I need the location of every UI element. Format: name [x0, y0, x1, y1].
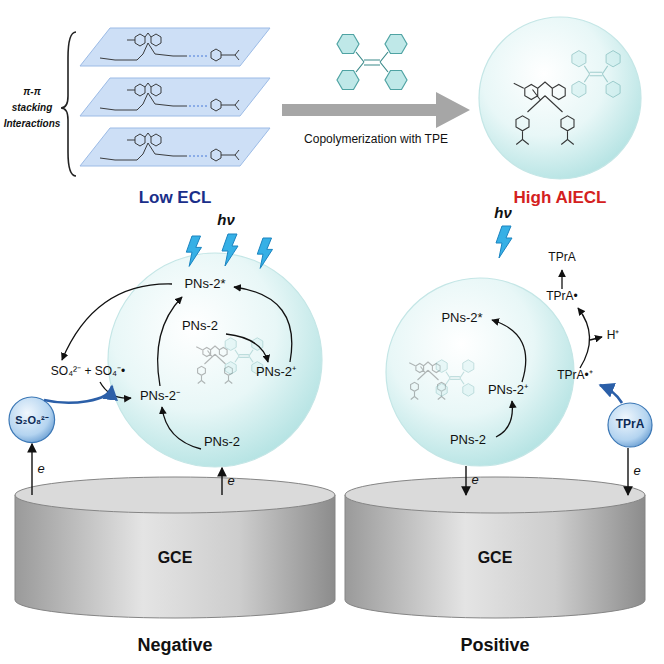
tpe-icon — [337, 35, 407, 90]
sheet — [80, 78, 270, 116]
species-label: PNs-2 — [204, 435, 240, 450]
nanoparticle-sphere-shape — [386, 278, 574, 466]
reagent-circle: S₂O₈²⁻ — [8, 396, 56, 444]
electrode: GCE — [345, 495, 645, 618]
state-label: Low ECL — [139, 188, 212, 208]
species-label: S₂O₈²⁻ — [15, 414, 49, 427]
heading-label: High AIECL — [514, 188, 607, 208]
species-label: TPrA•⁺ — [557, 369, 593, 383]
reaction-arrow — [162, 407, 201, 449]
species-label: H⁺ — [607, 329, 620, 343]
reaction-arrow — [561, 270, 562, 289]
stack-label: Interactions — [4, 118, 61, 130]
reaction-arrow — [62, 284, 172, 360]
electrode: GCE — [15, 495, 335, 618]
sheet-molecule — [100, 133, 239, 161]
reagent-circle: TPrA — [607, 402, 653, 448]
light-emission-bolt — [257, 238, 272, 268]
aggregate-sphere-shape — [479, 17, 641, 179]
nanoparticle-sphere-shape — [108, 253, 322, 467]
species-label: TPrA — [616, 418, 645, 432]
aggregate-sphere: High AIECL — [478, 16, 642, 180]
tpe-unit — [572, 51, 620, 98]
species-label: PNs-2⁺ — [256, 365, 296, 380]
species-label: TPrA• — [546, 290, 578, 304]
mode-label: Negative — [137, 635, 212, 656]
electron-transfer-arrow — [627, 448, 628, 495]
reaction-arrow — [600, 385, 622, 403]
electron-transfer-arrow — [221, 468, 222, 495]
edge-label: e — [226, 474, 235, 489]
reaction-arrow — [234, 287, 292, 362]
nanoparticle-sphere: PNs-2*PNs-2PNs-2⁺PNs-2⁻PNs-2 — [107, 252, 323, 468]
edge-label: e — [470, 473, 479, 488]
reaction-arrow — [44, 386, 112, 403]
light-emission-bolt — [496, 226, 512, 258]
electrode-cylinder — [15, 477, 335, 618]
reaction-arrow — [158, 297, 182, 386]
reaction-arrow — [590, 337, 602, 340]
species-label: PNs-2 — [450, 433, 486, 448]
species-label: PNs-2⁺ — [488, 383, 528, 398]
reaction-arrow — [226, 334, 268, 362]
species-label: PNs-2⁻ — [140, 389, 180, 404]
light-emission-bolt — [186, 236, 201, 266]
edge-label: e — [632, 464, 641, 479]
emission-label: hν — [217, 211, 235, 228]
emission-label: hν — [494, 204, 512, 221]
sheet — [80, 128, 270, 166]
species-label: PNs-2 — [182, 319, 218, 334]
sheet-molecule — [100, 83, 239, 111]
stack-label: stacking — [12, 102, 53, 114]
molecule-structure — [514, 82, 574, 145]
tpe-unit — [436, 360, 474, 396]
species-label: TPrA — [548, 251, 575, 265]
molecule-bonds — [514, 82, 574, 145]
light-emission-bolt — [222, 234, 238, 266]
reaction-arrow — [496, 401, 512, 437]
electron-transfer-arrow — [31, 444, 32, 495]
species-label: PNs-2* — [441, 311, 482, 326]
reaction-arrow — [492, 320, 526, 382]
aggregate-sphere-outline — [478, 16, 642, 180]
species-label: PNs-2* — [184, 277, 225, 292]
process-arrow — [282, 92, 470, 128]
reaction-arrow — [578, 308, 590, 368]
stack-label: π-π — [23, 86, 41, 98]
nanoparticle-sphere: PNs-2* PNs-2⁺ PNs-2 — [385, 277, 575, 467]
edge-label: e — [36, 462, 45, 477]
bracket — [61, 32, 76, 176]
mode-label: Positive — [460, 635, 529, 656]
electron-transfer-arrow — [465, 466, 466, 495]
sheet — [80, 28, 270, 66]
electrode-label: GCE — [158, 549, 193, 567]
process-label: Copolymerization with TPE — [304, 133, 448, 147]
electrode-cylinder — [345, 477, 645, 618]
sheet-molecule — [100, 33, 239, 61]
reagent-circle-shape — [9, 397, 55, 443]
reagent-circle-shape — [608, 403, 652, 447]
stacked-sheets — [80, 28, 270, 166]
electrode-label: GCE — [478, 549, 513, 567]
species-label: SO₄²⁻ + SO₄⁻• — [51, 365, 125, 379]
